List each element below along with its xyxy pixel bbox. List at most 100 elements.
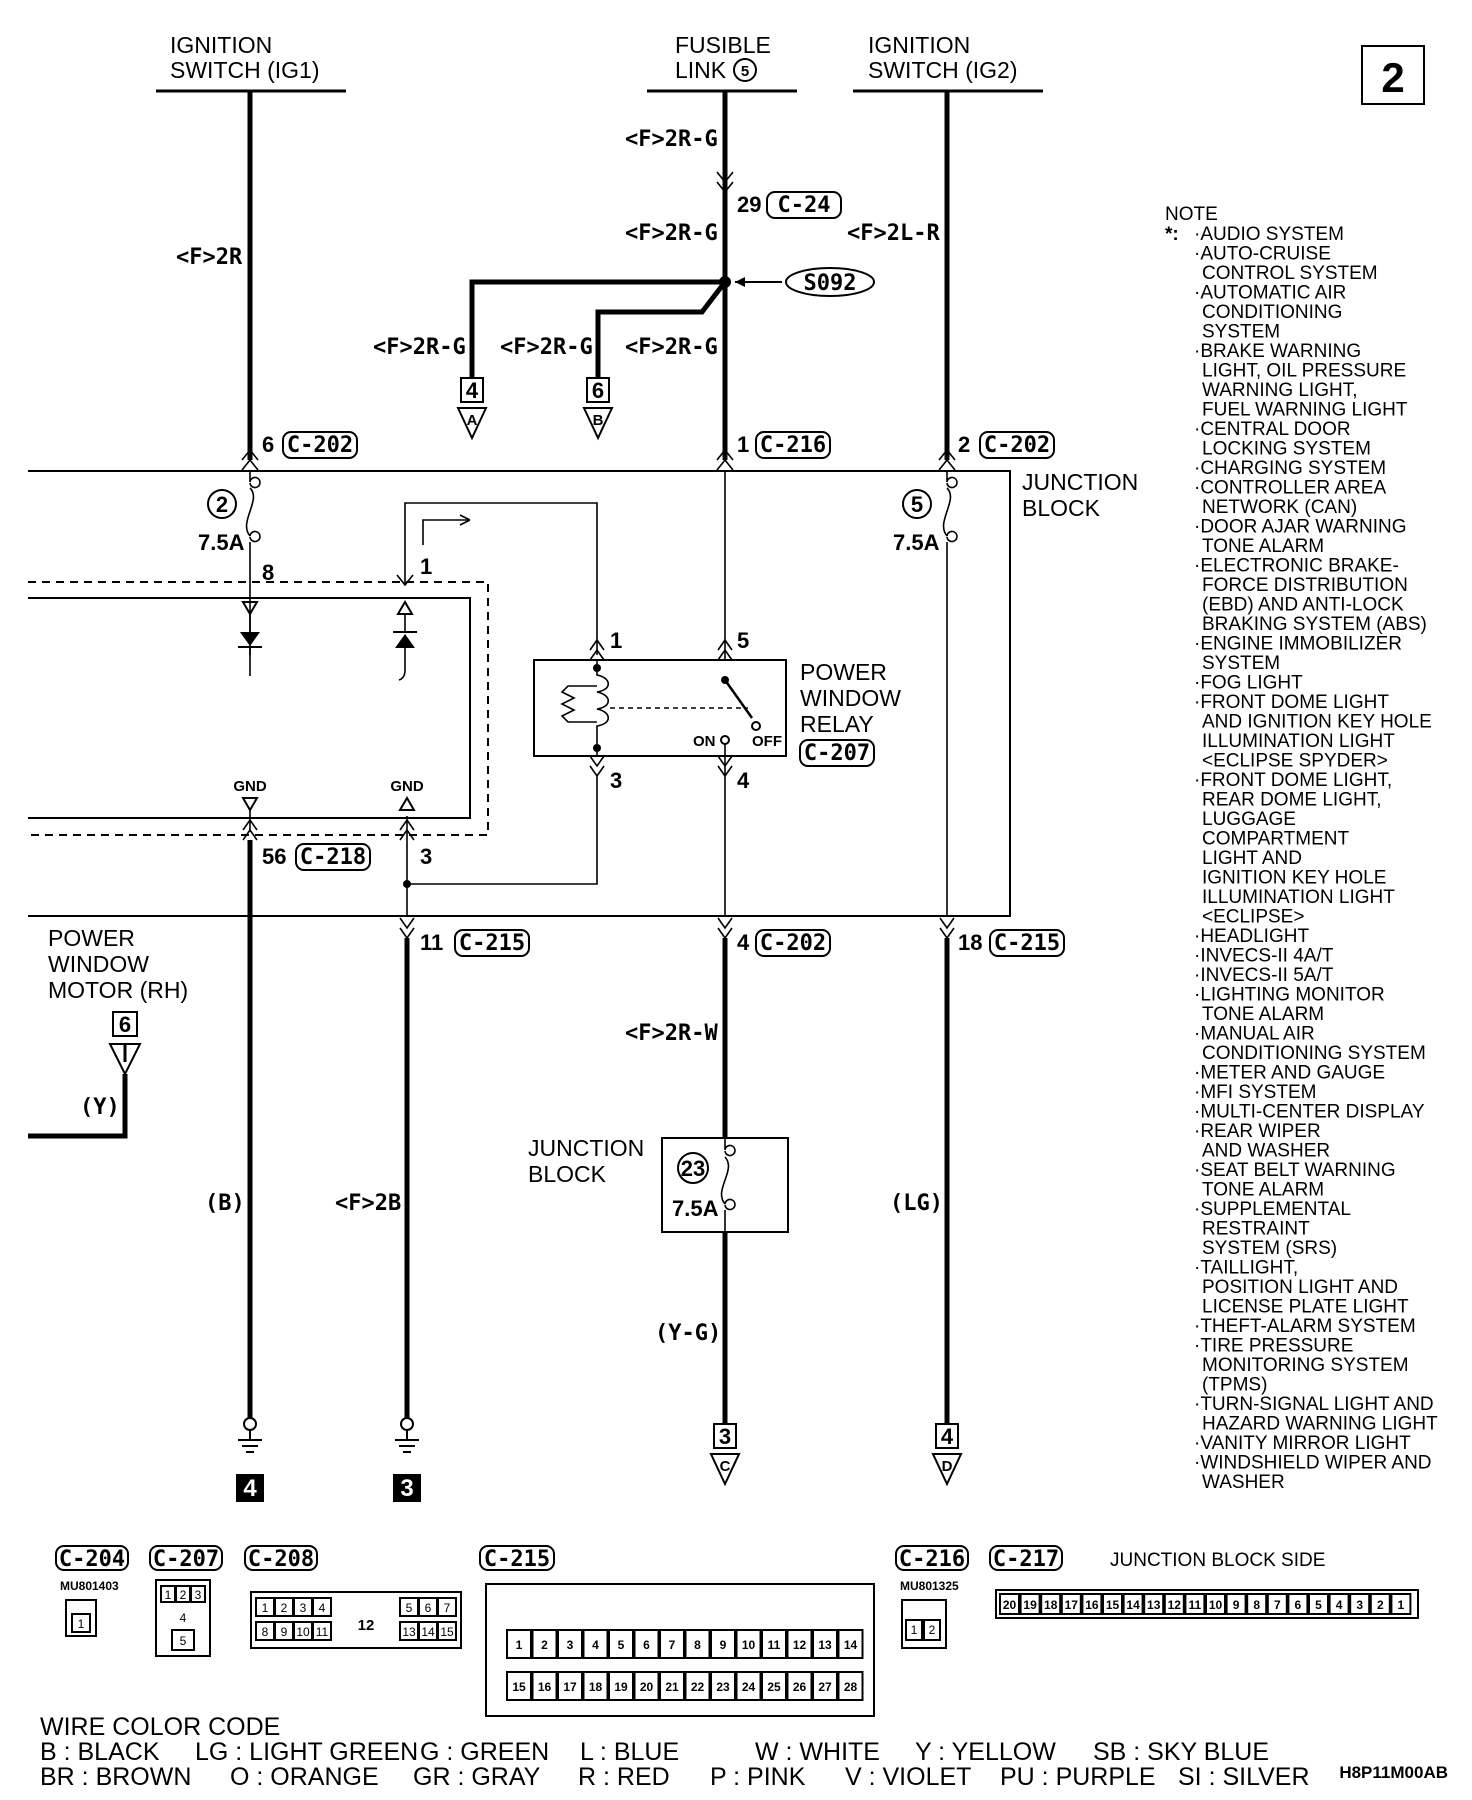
junction-block2-label-2: BLOCK bbox=[528, 1161, 607, 1187]
svg-text:1: 1 bbox=[78, 1617, 85, 1631]
c215-pin: 19 bbox=[614, 1680, 628, 1694]
c217-pin: 20 bbox=[1003, 1598, 1017, 1612]
ig2-title-line2: SWITCH (IG2) bbox=[868, 57, 1018, 83]
c202b-pin: 2 bbox=[958, 432, 970, 457]
label-c202-out: <F>2R-W bbox=[625, 1021, 718, 1046]
svg-text:MU801403: MU801403 bbox=[60, 1579, 119, 1593]
note-item: ·CHARGING SYSTEM bbox=[1194, 458, 1386, 479]
note-item: CONDITIONING SYSTEM bbox=[1202, 1043, 1426, 1064]
c202c-label: C-202 bbox=[760, 931, 826, 956]
svg-text:C: C bbox=[720, 1458, 731, 1475]
note-item: TONE ALARM bbox=[1202, 536, 1324, 557]
note-item: ·ELECTRONIC BRAKE- bbox=[1194, 556, 1399, 577]
note-item: ·REAR WIPER bbox=[1194, 1121, 1321, 1142]
note-item: ·AUDIO SYSTEM bbox=[1194, 224, 1344, 245]
note-item: ·FOG LIGHT bbox=[1194, 673, 1303, 694]
wire-color-entry: O : ORANGE bbox=[230, 1763, 379, 1791]
svg-text:C-208: C-208 bbox=[248, 1547, 314, 1572]
offpage-motor: 6 bbox=[108, 1011, 142, 1077]
note-item: AND WASHER bbox=[1202, 1141, 1330, 1162]
junction-block-label-1: JUNCTION bbox=[1022, 469, 1138, 495]
svg-text:B: B bbox=[593, 412, 604, 429]
c215-pin: 23 bbox=[716, 1680, 730, 1694]
svg-text:D: D bbox=[942, 1458, 953, 1475]
c208-pin: 9 bbox=[281, 1625, 288, 1639]
note-item: BRAKING SYSTEM (ABS) bbox=[1202, 614, 1427, 635]
fuse-23-rating: 7.5A bbox=[672, 1196, 719, 1221]
c218-label: C-218 bbox=[300, 845, 366, 870]
branch-a-wire bbox=[469, 279, 725, 378]
source-ig1: IGNITION SWITCH (IG1) bbox=[156, 32, 346, 93]
c202a-pin: 6 bbox=[262, 432, 274, 457]
ig1-title-line2: SWITCH (IG1) bbox=[170, 57, 320, 83]
splice-s092-label: S092 bbox=[804, 271, 857, 296]
note-item: POSITION LIGHT AND bbox=[1202, 1277, 1398, 1298]
c208-pin: 10 bbox=[296, 1625, 310, 1639]
c208-pin: 6 bbox=[425, 1601, 432, 1615]
c217-pin: 2 bbox=[1377, 1598, 1384, 1612]
note-item: ·ENGINE IMMOBILIZER bbox=[1194, 634, 1402, 655]
note-item: FORCE DISTRIBUTION bbox=[1202, 575, 1408, 596]
c215-pin: 6 bbox=[643, 1638, 650, 1652]
svg-text:1: 1 bbox=[911, 1623, 918, 1637]
c208-pin: 11 bbox=[316, 1625, 329, 1639]
offpage-a: 4 A bbox=[456, 377, 488, 441]
svg-text:4: 4 bbox=[941, 1424, 954, 1449]
note-item: ·MANUAL AIR bbox=[1194, 1024, 1315, 1045]
note-item: CONDITIONING bbox=[1202, 302, 1342, 323]
wire-color-entry: W : WHITE bbox=[755, 1738, 880, 1766]
relay-off-label: OFF bbox=[752, 733, 782, 750]
note-item: ·TURN-SIGNAL LIGHT AND bbox=[1194, 1394, 1434, 1415]
relay-pin-4: 4 bbox=[737, 768, 750, 793]
fuse-5-number: 5 bbox=[911, 492, 923, 517]
note-item: MONITORING SYSTEM bbox=[1202, 1355, 1409, 1376]
c208-pin: 14 bbox=[421, 1625, 435, 1639]
offpage-d: 4 D bbox=[931, 1423, 963, 1487]
wire-color-entry: V : VIOLET bbox=[845, 1763, 971, 1791]
svg-text:6: 6 bbox=[119, 1012, 131, 1037]
c218-pin: 56 bbox=[262, 844, 286, 869]
note-item: ·AUTO-CRUISE bbox=[1194, 244, 1331, 265]
gnd-pin-3: 3 bbox=[420, 844, 432, 869]
note-item: ·INVECS-II 5A/T bbox=[1194, 965, 1334, 986]
note-item: <ECLIPSE SPYDER> bbox=[1202, 751, 1388, 772]
note-item: ·HEADLIGHT bbox=[1194, 926, 1309, 947]
c215-pin: 17 bbox=[563, 1680, 577, 1694]
note-item: ·VANITY MIRROR LIGHT bbox=[1194, 1433, 1411, 1454]
c208-pin: 8 bbox=[262, 1625, 269, 1639]
note-item: SYSTEM bbox=[1202, 653, 1280, 674]
motor-label-2: WINDOW bbox=[48, 951, 149, 977]
c217-pin: 6 bbox=[1295, 1598, 1302, 1612]
junction-block2-label-1: JUNCTION bbox=[528, 1135, 644, 1161]
connector-view-c207: C-207 1 2 3 4 5 bbox=[149, 1545, 223, 1657]
c217-pin: 17 bbox=[1065, 1598, 1079, 1612]
c208-pin: 4 bbox=[319, 1601, 326, 1615]
note-item: WARNING LIGHT, bbox=[1202, 380, 1358, 401]
relay-label-2: WINDOW bbox=[800, 685, 901, 711]
c217-pin: 18 bbox=[1044, 1598, 1058, 1612]
c208-pin: 7 bbox=[444, 1601, 451, 1615]
label-yg-wire: (Y-G) bbox=[655, 1321, 721, 1346]
source-ig2: IGNITION SWITCH (IG2) bbox=[853, 32, 1043, 93]
wire-color-entry: P : PINK bbox=[710, 1763, 806, 1791]
note-item: ·INVECS-II 4A/T bbox=[1194, 946, 1334, 967]
note-item: ·WINDSHIELD WIPER AND bbox=[1194, 1453, 1432, 1474]
ground-number-3: 3 bbox=[400, 1475, 413, 1502]
branch-b-wire bbox=[595, 280, 727, 378]
c215-pin: 20 bbox=[640, 1680, 654, 1694]
wire-color-code-title: WIRE COLOR CODE bbox=[40, 1713, 280, 1741]
c215-pin: 16 bbox=[538, 1680, 552, 1694]
note-item: NETWORK (CAN) bbox=[1202, 497, 1357, 518]
relay-pin-1: 1 bbox=[610, 628, 622, 653]
note-item: ·AUTOMATIC AIR bbox=[1194, 283, 1346, 304]
c208-pin: 15 bbox=[440, 1625, 454, 1639]
motor-wire bbox=[28, 1074, 128, 1139]
svg-text:5: 5 bbox=[180, 1634, 187, 1648]
note-item: ·BRAKE WARNING bbox=[1194, 341, 1361, 362]
wire-color-entry: B : BLACK bbox=[40, 1738, 160, 1766]
note-item: ·CENTRAL DOOR bbox=[1194, 419, 1351, 440]
note-item: ·LIGHTING MONITOR bbox=[1194, 985, 1385, 1006]
fusible-link-number: 5 bbox=[741, 63, 749, 80]
